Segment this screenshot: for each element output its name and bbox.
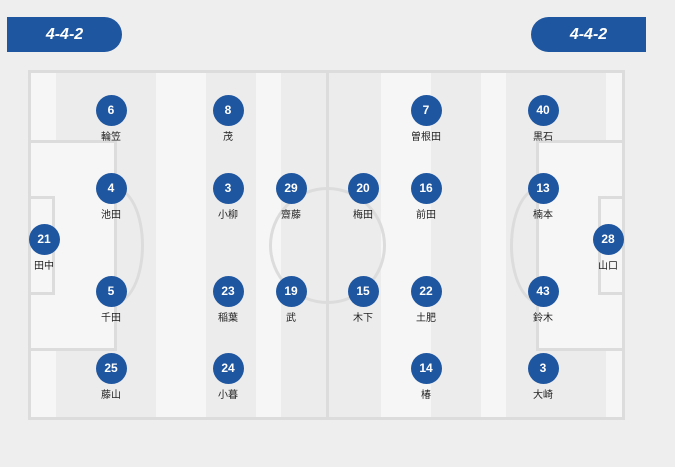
player-number: 43 (527, 276, 559, 307)
away-formation-badge: 4-4-2 (531, 17, 646, 52)
player-number: 8 (212, 95, 244, 126)
player-name: 藤山 (101, 390, 121, 401)
player-name: 大崎 (533, 390, 553, 401)
player-marker: 28 山口 (578, 224, 638, 272)
player-name: 茂 (223, 132, 233, 143)
player-name: 鈴木 (533, 313, 553, 324)
player-marker: 6 輪笠 (81, 95, 141, 143)
player-number: 6 (95, 95, 127, 126)
player-number: 14 (410, 353, 442, 384)
player-name: 前田 (416, 210, 436, 221)
player-name: 木下 (353, 313, 373, 324)
player-number: 3 (212, 173, 244, 204)
player-name: 齋藤 (281, 210, 301, 221)
player-number: 15 (347, 276, 379, 307)
player-name: 曽根田 (411, 132, 441, 143)
player-marker: 22 土肥 (396, 276, 456, 324)
player-marker: 25 藤山 (81, 353, 141, 401)
player-name: 田中 (34, 261, 54, 272)
player-name: 椿 (421, 390, 431, 401)
player-name: 小柳 (218, 210, 238, 221)
player-marker: 40 黒石 (513, 95, 573, 143)
player-marker: 43 鈴木 (513, 276, 573, 324)
home-formation-badge: 4-4-2 (7, 17, 122, 52)
player-number: 13 (527, 173, 559, 204)
player-marker: 29 齋藤 (261, 173, 321, 221)
player-name: 山口 (598, 261, 618, 272)
player-name: 小暮 (218, 390, 238, 401)
player-number: 4 (95, 173, 127, 204)
player-marker: 14 椿 (396, 353, 456, 401)
player-marker: 20 梅田 (333, 173, 393, 221)
player-number: 23 (212, 276, 244, 307)
player-number: 29 (275, 173, 307, 204)
player-name: 千田 (101, 313, 121, 324)
player-name: 稲葉 (218, 313, 238, 324)
player-number: 16 (410, 173, 442, 204)
player-marker: 19 武 (261, 276, 321, 324)
player-name: 池田 (101, 210, 121, 221)
player-number: 7 (410, 95, 442, 126)
player-marker: 3 大崎 (513, 353, 573, 401)
player-number: 5 (95, 276, 127, 307)
player-marker: 23 稲葉 (198, 276, 258, 324)
player-name: 土肥 (416, 313, 436, 324)
player-number: 3 (527, 353, 559, 384)
player-marker: 7 曽根田 (396, 95, 456, 143)
player-name: 武 (286, 313, 296, 324)
player-marker: 21 田中 (14, 224, 74, 272)
player-name: 黒石 (533, 132, 553, 143)
player-number: 25 (95, 353, 127, 384)
player-name: 楠本 (533, 210, 553, 221)
center-circle (269, 187, 386, 304)
player-marker: 16 前田 (396, 173, 456, 221)
player-marker: 13 楠本 (513, 173, 573, 221)
player-marker: 5 千田 (81, 276, 141, 324)
player-number: 21 (28, 224, 60, 255)
player-number: 22 (410, 276, 442, 307)
player-number: 19 (275, 276, 307, 307)
player-marker: 3 小柳 (198, 173, 258, 221)
player-marker: 24 小暮 (198, 353, 258, 401)
player-marker: 15 木下 (333, 276, 393, 324)
player-number: 24 (212, 353, 244, 384)
player-name: 梅田 (353, 210, 373, 221)
player-number: 40 (527, 95, 559, 126)
player-name: 輪笠 (101, 132, 121, 143)
player-number: 28 (592, 224, 624, 255)
player-marker: 4 池田 (81, 173, 141, 221)
player-number: 20 (347, 173, 379, 204)
